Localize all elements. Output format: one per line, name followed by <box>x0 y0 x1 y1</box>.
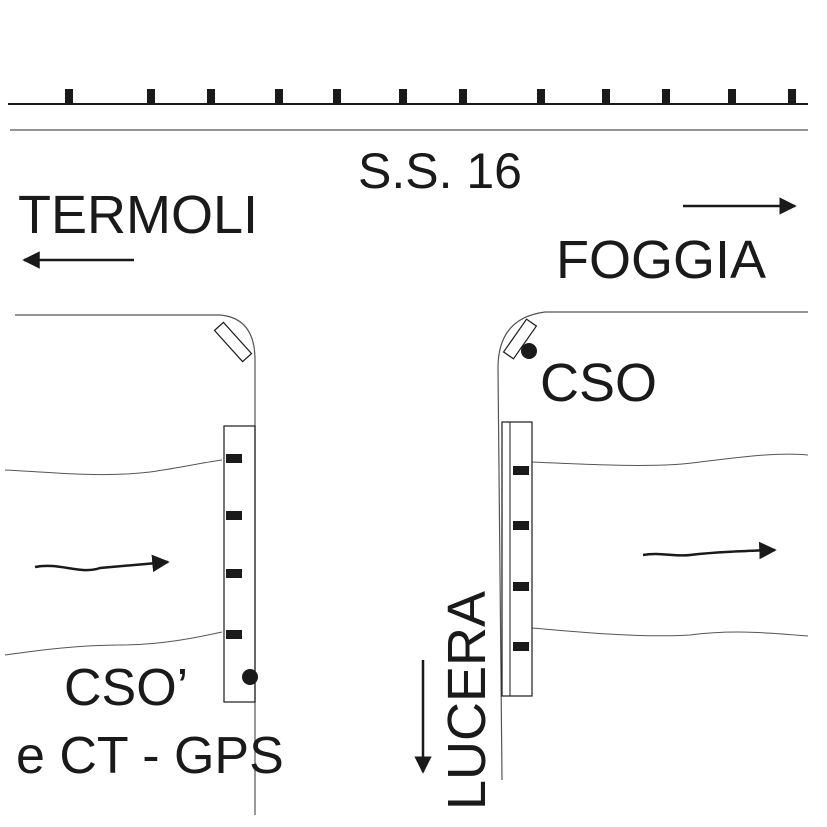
south-destination-label: LUCERA <box>437 590 497 810</box>
west-bridge-railing <box>223 425 256 703</box>
west-bridge-posts <box>226 454 242 639</box>
west-marker-label: CSO’ <box>64 659 189 717</box>
west-corner-sign <box>213 321 253 363</box>
west-marker-sublabel: e CT - GPS <box>16 727 284 785</box>
west-flow-arrow <box>34 554 170 573</box>
east-river-bank-bottom <box>531 627 809 637</box>
east-bridge-posts <box>513 466 529 651</box>
east-marker-label: CSO <box>540 353 658 413</box>
east-corner-sign <box>502 318 538 360</box>
west-road-edge <box>15 314 256 815</box>
east-river-bank-top <box>531 453 809 466</box>
east-road-edge <box>497 311 808 781</box>
west-destination-label: TERMOLI <box>18 185 259 245</box>
marker-dot-east <box>521 343 537 359</box>
east-destination-label: FOGGIA <box>556 230 767 290</box>
west-river-bank-bottom <box>4 631 223 656</box>
marker-dot-west <box>242 669 258 685</box>
road-guardrail-posts <box>65 89 796 104</box>
road-name-label: S.S. 16 <box>358 143 522 199</box>
west-river-bank-top <box>4 459 223 476</box>
east-flow-arrow <box>642 541 777 560</box>
east-bridge-railing <box>501 421 533 697</box>
